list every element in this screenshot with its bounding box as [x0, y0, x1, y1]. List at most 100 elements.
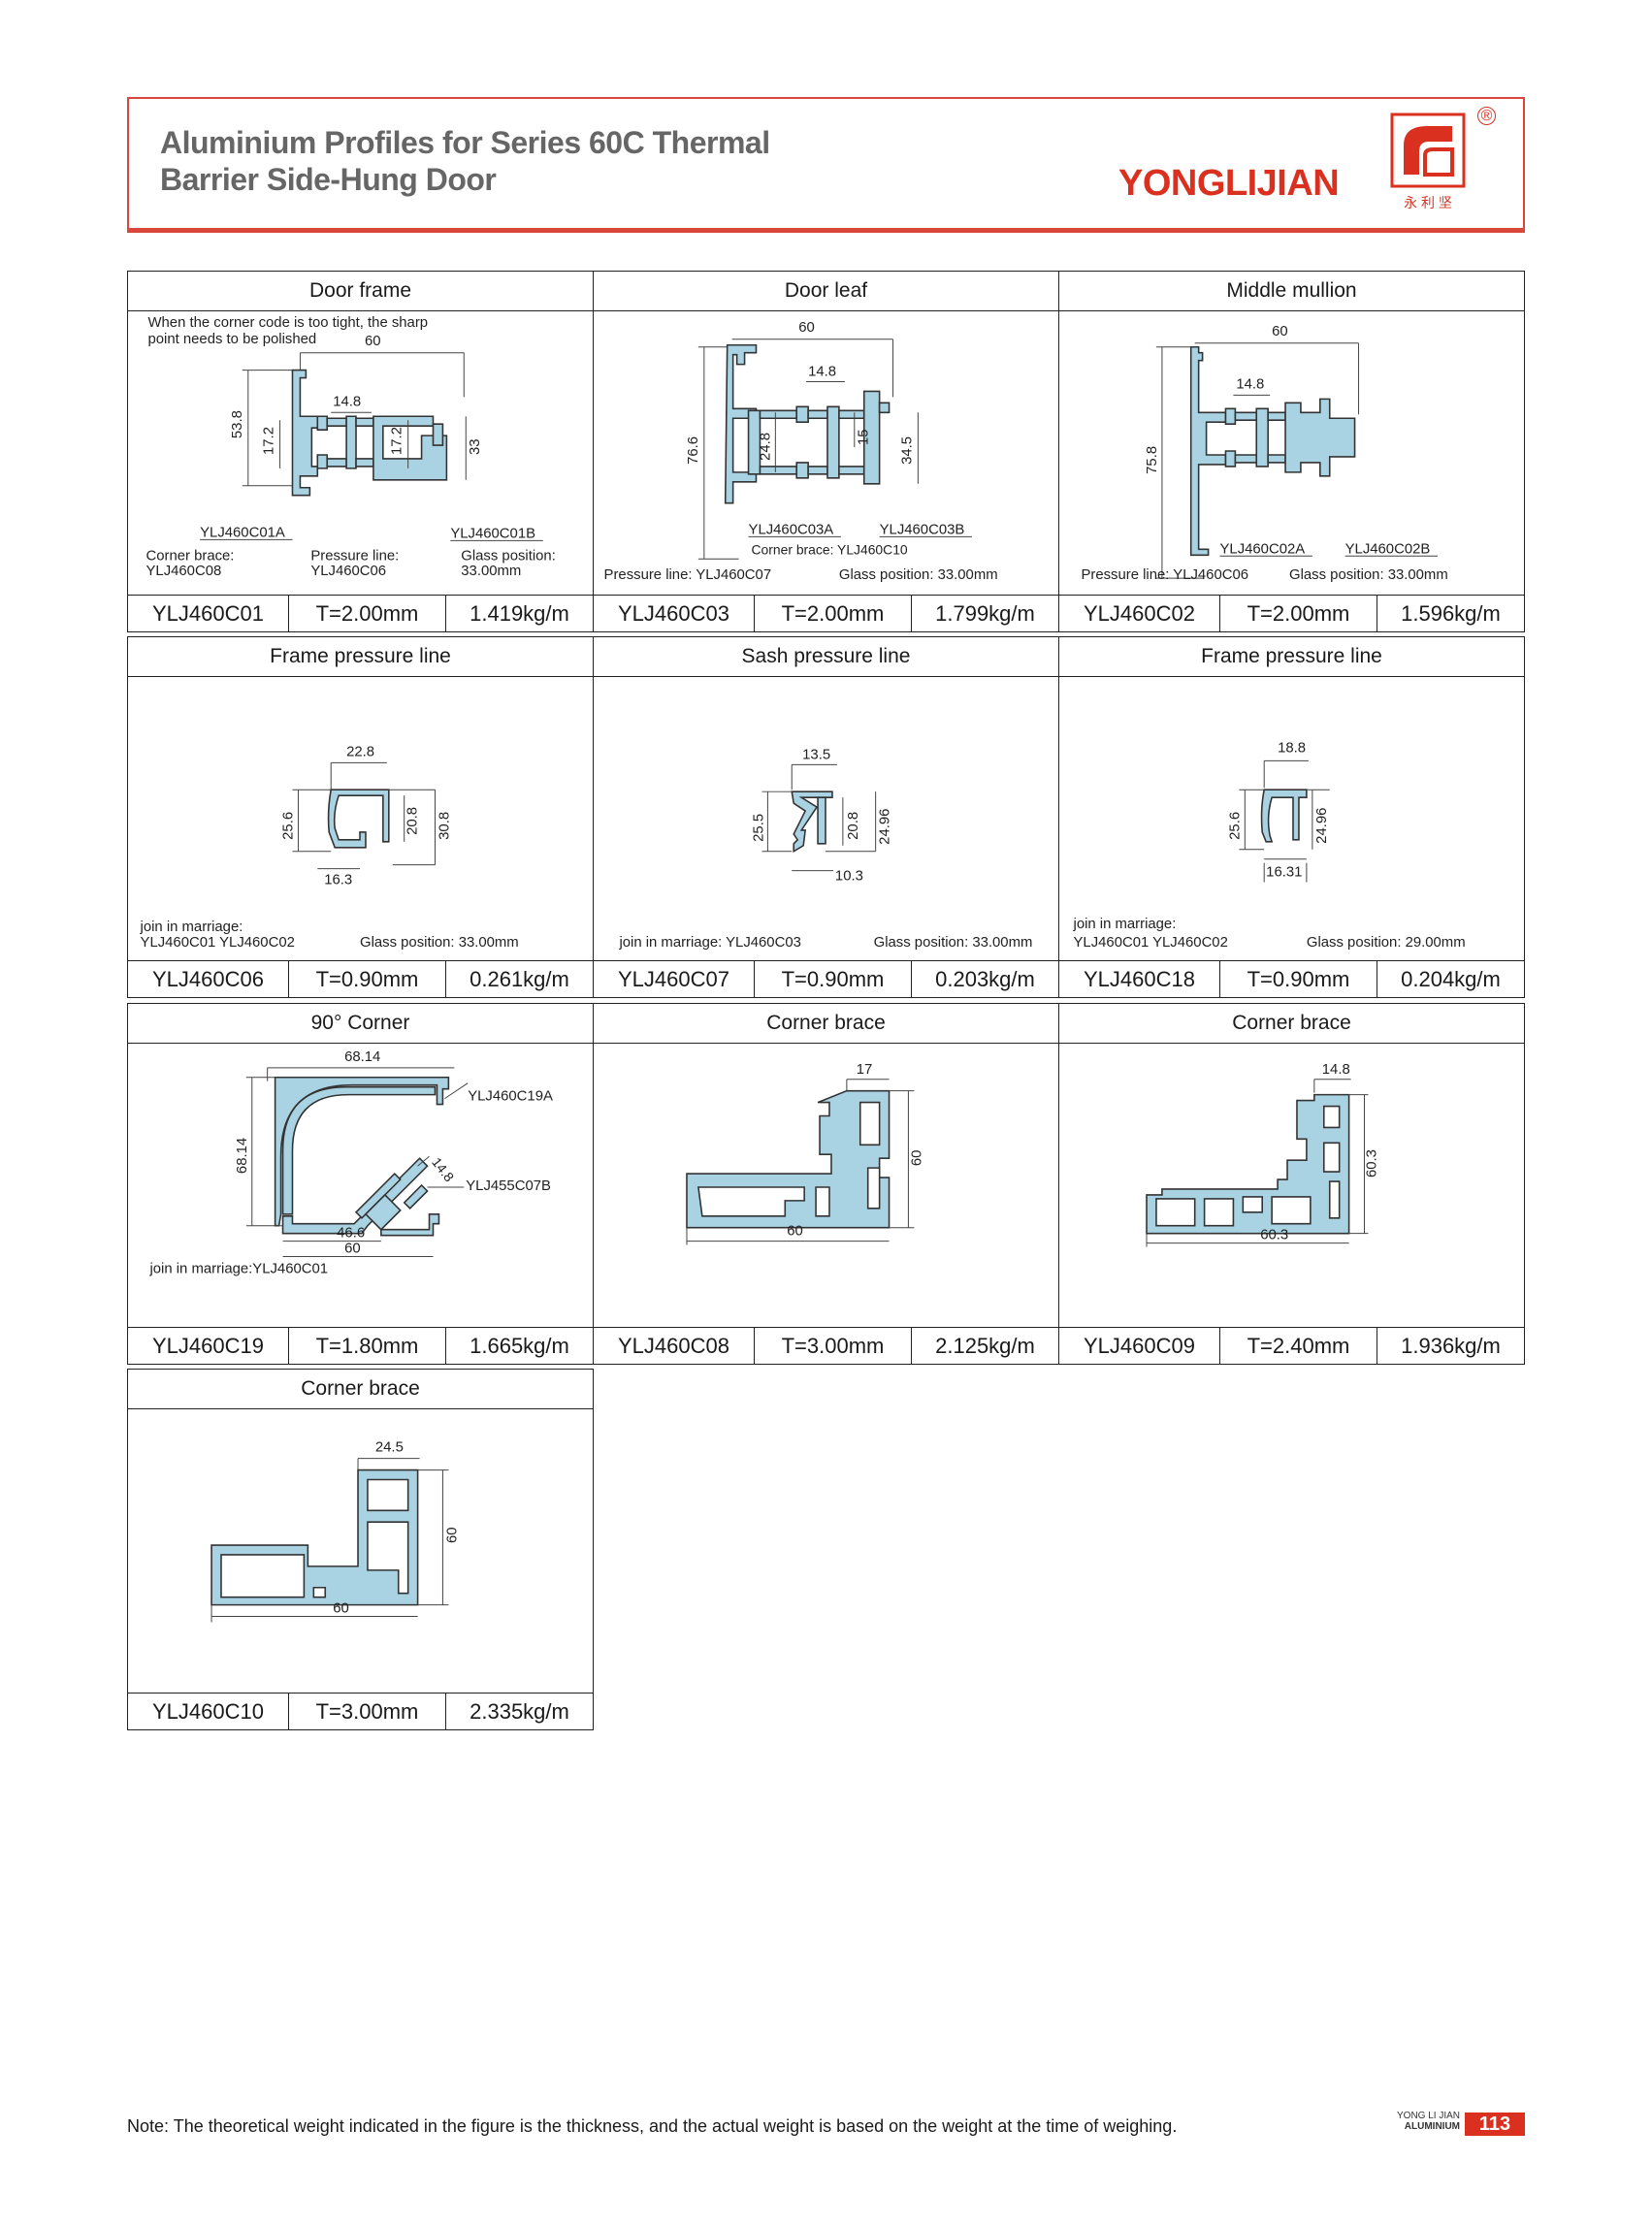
spec-row: YLJ460C19 T=1.80mm 1.665kg/m	[128, 1327, 593, 1364]
svg-text:When the corner code is too ti: When the corner code is too tight, the s…	[147, 315, 428, 331]
profile-code: YLJ460C03	[594, 596, 755, 631]
unit-weight: 1.596kg/m	[1401, 601, 1501, 626]
svg-text:YLJ460C03A: YLJ460C03A	[749, 522, 834, 537]
svg-text:18.8: 18.8	[1278, 740, 1306, 756]
svg-text:24.96: 24.96	[1314, 808, 1330, 844]
svg-text:34.5: 34.5	[899, 436, 915, 465]
svg-text:16.31: 16.31	[1266, 865, 1302, 881]
svg-text:Glass position: 33.00mm: Glass position: 33.00mm	[839, 567, 998, 583]
profile-drawing: When the corner code is too tight, the s…	[128, 310, 593, 596]
wall-thickness: T=0.90mm	[755, 961, 912, 997]
card-title: Frame pressure line	[128, 637, 593, 677]
profile-card-middle-mullion: Middle mullion 60 14.8 75.8 YLJ460C02A Y…	[1058, 271, 1525, 632]
spec-row: YLJ460C10 T=3.00mm 2.335kg/m	[128, 1693, 593, 1729]
spec-row: YLJ460C18 T=0.90mm 0.204kg/m	[1059, 960, 1524, 997]
svg-text:24.8: 24.8	[758, 433, 773, 461]
svg-text:join in marriage: YLJ460C03: join in marriage: YLJ460C03	[618, 935, 800, 951]
svg-text:60: 60	[787, 1224, 803, 1240]
wall-thickness: T=1.80mm	[289, 1328, 446, 1364]
profile-drawing: 68.14 YLJ460C19A 14.8 YLJ455C07B 68.14 4…	[128, 1043, 593, 1328]
svg-text:60: 60	[909, 1150, 924, 1167]
svg-text:join in marriage:YLJ460C01: join in marriage:YLJ460C01	[148, 1261, 328, 1276]
profile-drawing: 24.5 60 60	[128, 1408, 593, 1694]
unit-weight: 0.204kg/m	[1401, 967, 1501, 991]
page-number: 113	[1465, 2113, 1525, 2136]
footer-brand-line: YONG LI JIAN	[1397, 2111, 1461, 2121]
svg-text:22.8: 22.8	[346, 744, 374, 759]
svg-text:Corner brace: YLJ460C10: Corner brace: YLJ460C10	[752, 541, 908, 557]
card-title: 90° Corner	[128, 1004, 593, 1044]
svg-text:10.3: 10.3	[835, 869, 863, 885]
svg-text:Corner brace:: Corner brace:	[146, 548, 235, 564]
profile-card-corner-brace-c10: Corner brace 24.5 60 60 YLJ460C10 T=3.00…	[127, 1369, 594, 1730]
profile-code: YLJ460C06	[128, 961, 289, 997]
svg-text:join in marriage:: join in marriage:	[140, 919, 243, 935]
brand-logo: 永 利 坚	[1390, 113, 1466, 210]
svg-text:33: 33	[468, 438, 483, 455]
svg-text:永 利 坚: 永 利 坚	[1404, 195, 1452, 210]
svg-text:14.8: 14.8	[333, 394, 361, 409]
wall-thickness: T=2.00mm	[755, 596, 912, 631]
wall-thickness: T=3.00mm	[755, 1328, 912, 1364]
svg-text:YLJ460C02A: YLJ460C02A	[1220, 541, 1306, 557]
unit-weight: 1.419kg/m	[470, 601, 569, 626]
profile-card-corner-brace-c09: Corner brace 14.8 60.3 60.3 YLJ460C09 T=…	[1058, 1003, 1525, 1365]
svg-text:YLJ460C01A: YLJ460C01A	[200, 525, 285, 540]
profile-code: YLJ460C10	[128, 1694, 289, 1729]
spec-row: YLJ460C03 T=2.00mm 1.799kg/m	[594, 595, 1058, 631]
card-title: Door leaf	[594, 272, 1058, 311]
svg-text:30.8: 30.8	[437, 812, 452, 840]
svg-text:YLJ460C19A: YLJ460C19A	[468, 1089, 553, 1105]
weight-note: Note: The theoretical weight indicated i…	[127, 2116, 1178, 2136]
svg-text:17.2: 17.2	[262, 427, 277, 455]
unit-weight: 1.665kg/m	[470, 1334, 569, 1358]
svg-text:75.8: 75.8	[1145, 446, 1160, 474]
page-header: Aluminium Profiles for Series 60C Therma…	[127, 97, 1525, 233]
svg-text:24.96: 24.96	[878, 809, 893, 845]
svg-text:16.3: 16.3	[324, 873, 352, 888]
registered-mark: ®	[1477, 107, 1496, 125]
svg-text:Glass position: 33.00mm: Glass position: 33.00mm	[360, 935, 519, 951]
svg-text:Pressure line: YLJ460C06: Pressure line: YLJ460C06	[1081, 567, 1248, 583]
svg-text:YLJ460C01B: YLJ460C01B	[450, 526, 535, 541]
svg-text:60: 60	[365, 334, 381, 349]
card-title: Corner brace	[128, 1370, 593, 1409]
profile-card-door-leaf: Door leaf 60 14.8 76.6 24.8 15	[593, 271, 1059, 632]
svg-text:YLJ460C03B: YLJ460C03B	[880, 522, 965, 537]
svg-text:17.2: 17.2	[390, 427, 405, 455]
profile-drawing: 60 14.8 75.8 YLJ460C02A YLJ460C02B Press…	[1059, 310, 1524, 596]
svg-text:Pressure line:: Pressure line:	[310, 548, 399, 564]
svg-text:60: 60	[798, 320, 815, 336]
svg-text:68.14: 68.14	[344, 1049, 380, 1065]
profile-drawing: 17 60 60	[594, 1043, 1058, 1328]
unit-weight: 0.261kg/m	[470, 967, 569, 991]
profile-code: YLJ460C19	[128, 1328, 289, 1364]
svg-text:14.8: 14.8	[808, 365, 836, 380]
svg-text:60: 60	[344, 1242, 361, 1257]
card-title: Middle mullion	[1059, 272, 1524, 311]
profile-drawing: 18.8 25.6 24.96 16.31 join in marriage: …	[1059, 676, 1524, 961]
svg-text:YLJ455C07B: YLJ455C07B	[466, 1178, 551, 1194]
card-title: Corner brace	[594, 1004, 1058, 1044]
spec-row: YLJ460C02 T=2.00mm 1.596kg/m	[1059, 595, 1524, 631]
svg-text:46.6: 46.6	[337, 1226, 365, 1242]
svg-text:25.6: 25.6	[280, 812, 296, 840]
header-underline	[127, 228, 1525, 233]
unit-weight: 0.203kg/m	[935, 967, 1035, 991]
svg-text:60: 60	[444, 1528, 460, 1544]
svg-text:14.8: 14.8	[1322, 1062, 1350, 1078]
svg-text:60: 60	[333, 1601, 349, 1617]
footer-brand-sub: ALUMINIUM	[1404, 2121, 1461, 2132]
spec-row: YLJ460C09 T=2.40mm 1.936kg/m	[1059, 1327, 1524, 1364]
footer-brand-tag: YONG LI JIAN ALUMINIUM	[1397, 2111, 1460, 2132]
profile-code: YLJ460C18	[1059, 961, 1220, 997]
spec-row: YLJ460C07 T=0.90mm 0.203kg/m	[594, 960, 1058, 997]
svg-text:14.8: 14.8	[1236, 376, 1264, 392]
svg-text:Pressure line: YLJ460C07: Pressure line: YLJ460C07	[604, 567, 772, 583]
card-title: Sash pressure line	[594, 637, 1058, 677]
profile-drawing: 14.8 60.3 60.3	[1059, 1043, 1524, 1328]
spec-row: YLJ460C06 T=0.90mm 0.261kg/m	[128, 960, 593, 997]
wall-thickness: T=2.00mm	[1220, 596, 1377, 631]
profile-card-corner-brace-c08: Corner brace 17 60 60 YLJ460C08 T=3.00mm…	[593, 1003, 1059, 1365]
spec-row: YLJ460C01 T=2.00mm 1.419kg/m	[128, 595, 593, 631]
